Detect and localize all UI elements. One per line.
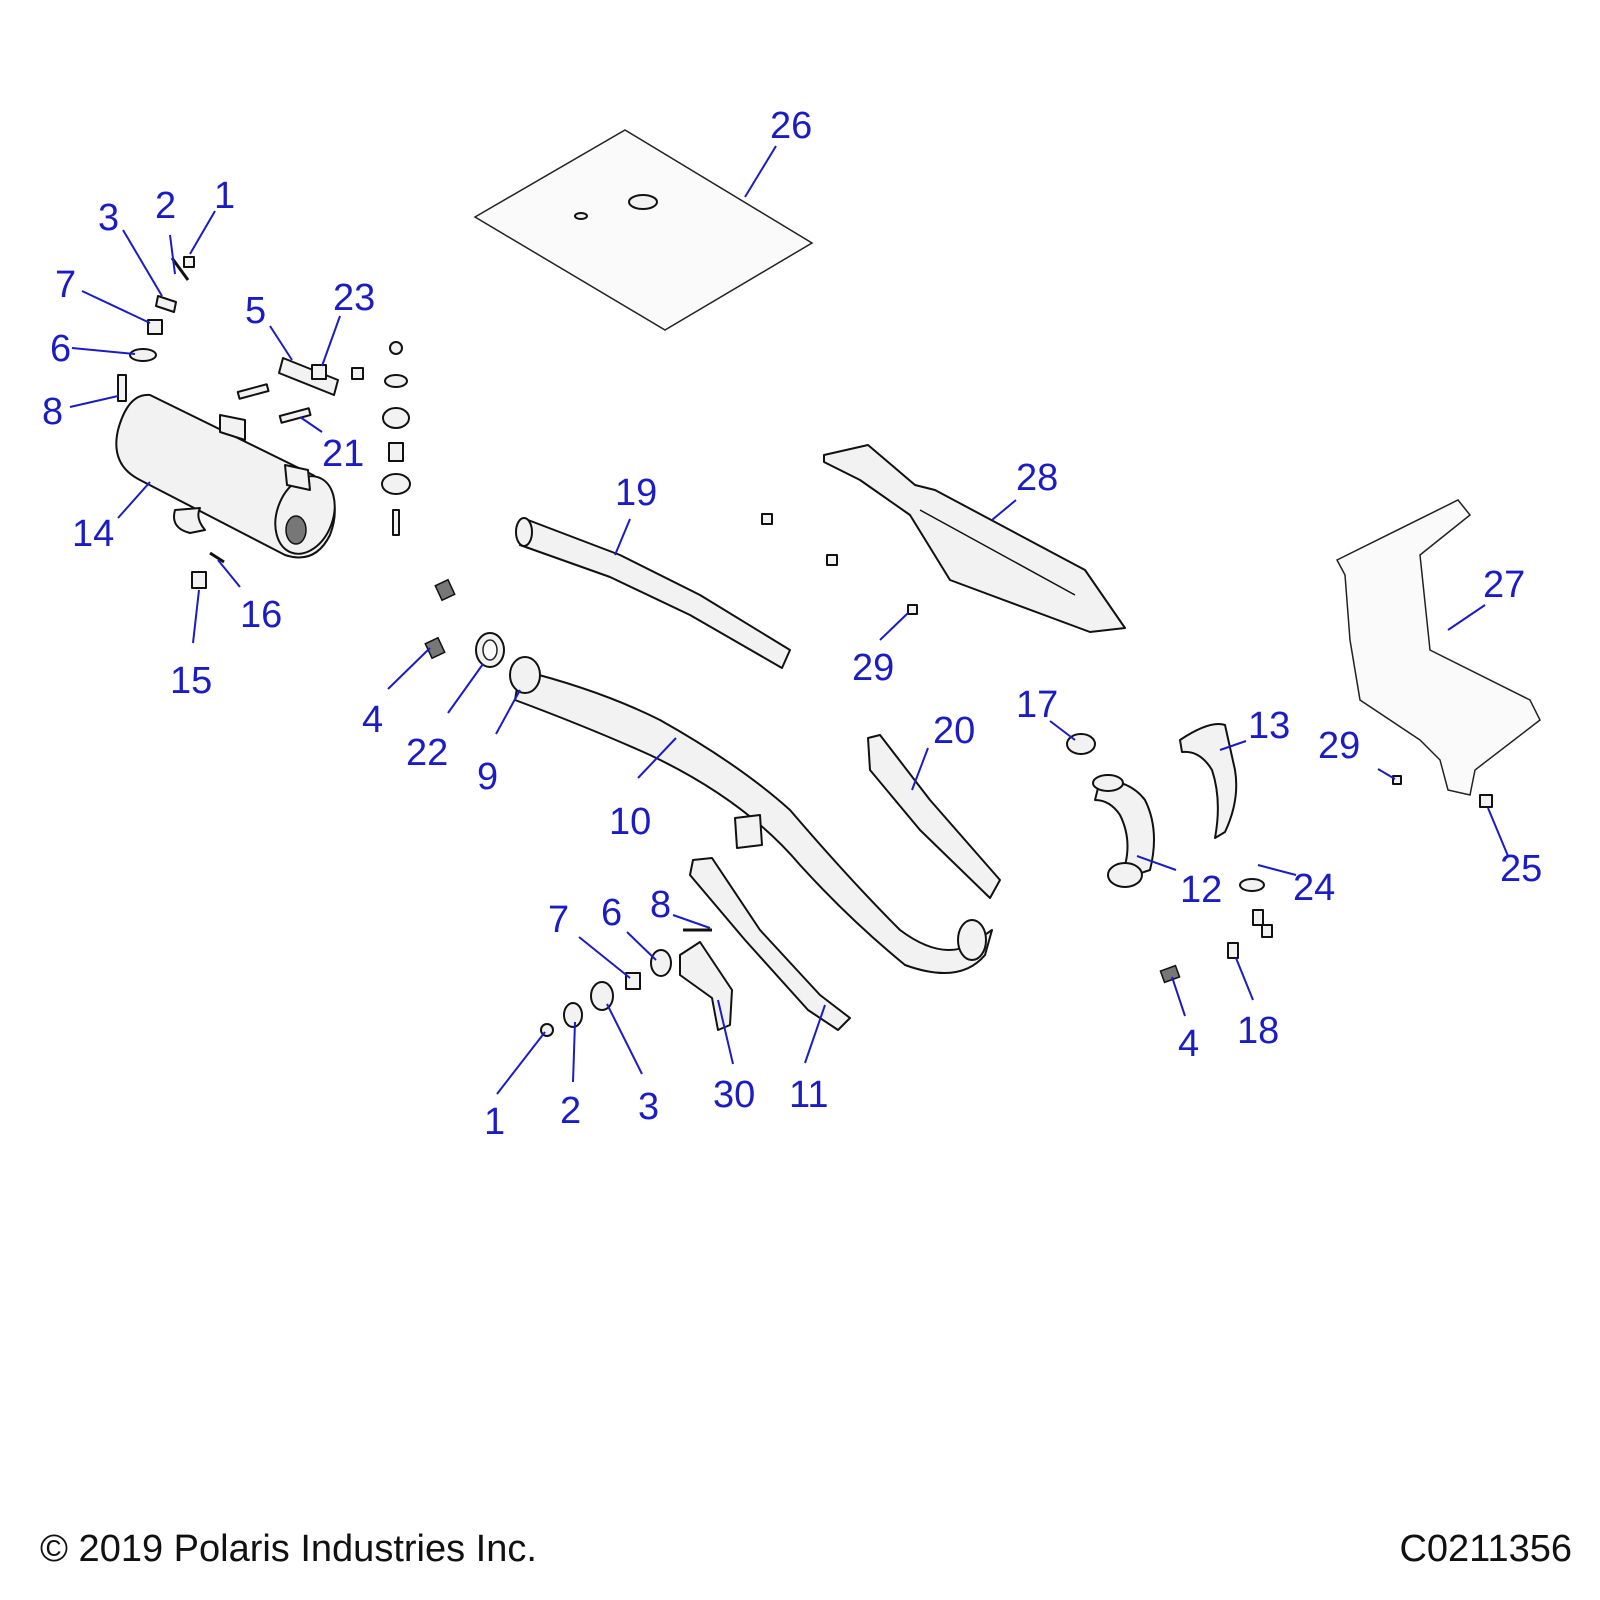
callout-29: 29 bbox=[1318, 725, 1360, 767]
callout-13: 13 bbox=[1248, 705, 1290, 747]
callout-4: 4 bbox=[362, 699, 383, 741]
callout-22: 22 bbox=[406, 732, 448, 774]
copyright-notice: © 2019 Polaris Industries Inc. bbox=[40, 1528, 537, 1570]
callout-6: 6 bbox=[601, 892, 622, 934]
tail-pipe-11 bbox=[689, 857, 851, 1031]
callout-30: 30 bbox=[713, 1074, 755, 1116]
callout-29: 29 bbox=[852, 647, 894, 689]
callout-14: 14 bbox=[72, 513, 114, 555]
callout-4: 4 bbox=[1178, 1023, 1199, 1065]
callout-7: 7 bbox=[548, 899, 569, 941]
callout-21: 21 bbox=[322, 433, 364, 475]
callout-17: 17 bbox=[1016, 684, 1058, 726]
callout-15: 15 bbox=[170, 660, 212, 702]
heat-shield-plate-26 bbox=[473, 129, 814, 331]
callout-3: 3 bbox=[638, 1086, 659, 1128]
callout-7: 7 bbox=[55, 264, 76, 306]
heat-shield-20 bbox=[867, 734, 1001, 899]
callout-1: 1 bbox=[484, 1101, 505, 1143]
callout-12: 12 bbox=[1180, 869, 1222, 911]
leader-lines bbox=[69, 145, 1509, 1095]
callout-5: 5 bbox=[245, 290, 266, 332]
callout-28: 28 bbox=[1016, 457, 1058, 499]
callout-20: 20 bbox=[933, 710, 975, 752]
muffler-14 bbox=[115, 393, 336, 559]
callout-2: 2 bbox=[155, 185, 176, 227]
callout-8: 8 bbox=[650, 884, 671, 926]
hardware-right bbox=[1159, 775, 1493, 984]
callout-25: 25 bbox=[1500, 848, 1542, 890]
callout-9: 9 bbox=[477, 756, 498, 798]
callout-24: 24 bbox=[1293, 867, 1335, 909]
callout-18: 18 bbox=[1237, 1010, 1279, 1052]
callout-16: 16 bbox=[240, 594, 282, 636]
callout-11: 11 bbox=[789, 1074, 828, 1116]
plug-15-spring-16 bbox=[191, 551, 225, 589]
callout-26: 26 bbox=[770, 105, 812, 147]
callout-8: 8 bbox=[42, 391, 63, 433]
drawing-number: C0211356 bbox=[1399, 1528, 1572, 1570]
heat-shield-27 bbox=[1335, 499, 1541, 796]
gasket-22-springs-4 bbox=[424, 513, 918, 668]
heat-shield-28 bbox=[823, 444, 1126, 633]
header-pipe-10 bbox=[509, 656, 993, 974]
elbow-12-shield-13 bbox=[1066, 723, 1238, 888]
callout-27: 27 bbox=[1483, 564, 1525, 606]
callout-6: 6 bbox=[50, 328, 71, 370]
hardware-lower bbox=[540, 928, 733, 1037]
callout-19: 19 bbox=[615, 472, 657, 514]
callout-numbers: 26 1 2 3 7 6 8 5 23 21 14 16 15 19 28 27… bbox=[42, 105, 1542, 1143]
callout-3: 3 bbox=[98, 197, 119, 239]
callout-10: 10 bbox=[609, 801, 651, 843]
hardware-upper-left bbox=[117, 256, 195, 402]
callout-2: 2 bbox=[560, 1090, 581, 1132]
mount-bracket-5 bbox=[236, 341, 411, 536]
callout-23: 23 bbox=[333, 277, 375, 319]
heat-shield-19 bbox=[515, 517, 791, 669]
callout-1: 1 bbox=[214, 175, 235, 217]
